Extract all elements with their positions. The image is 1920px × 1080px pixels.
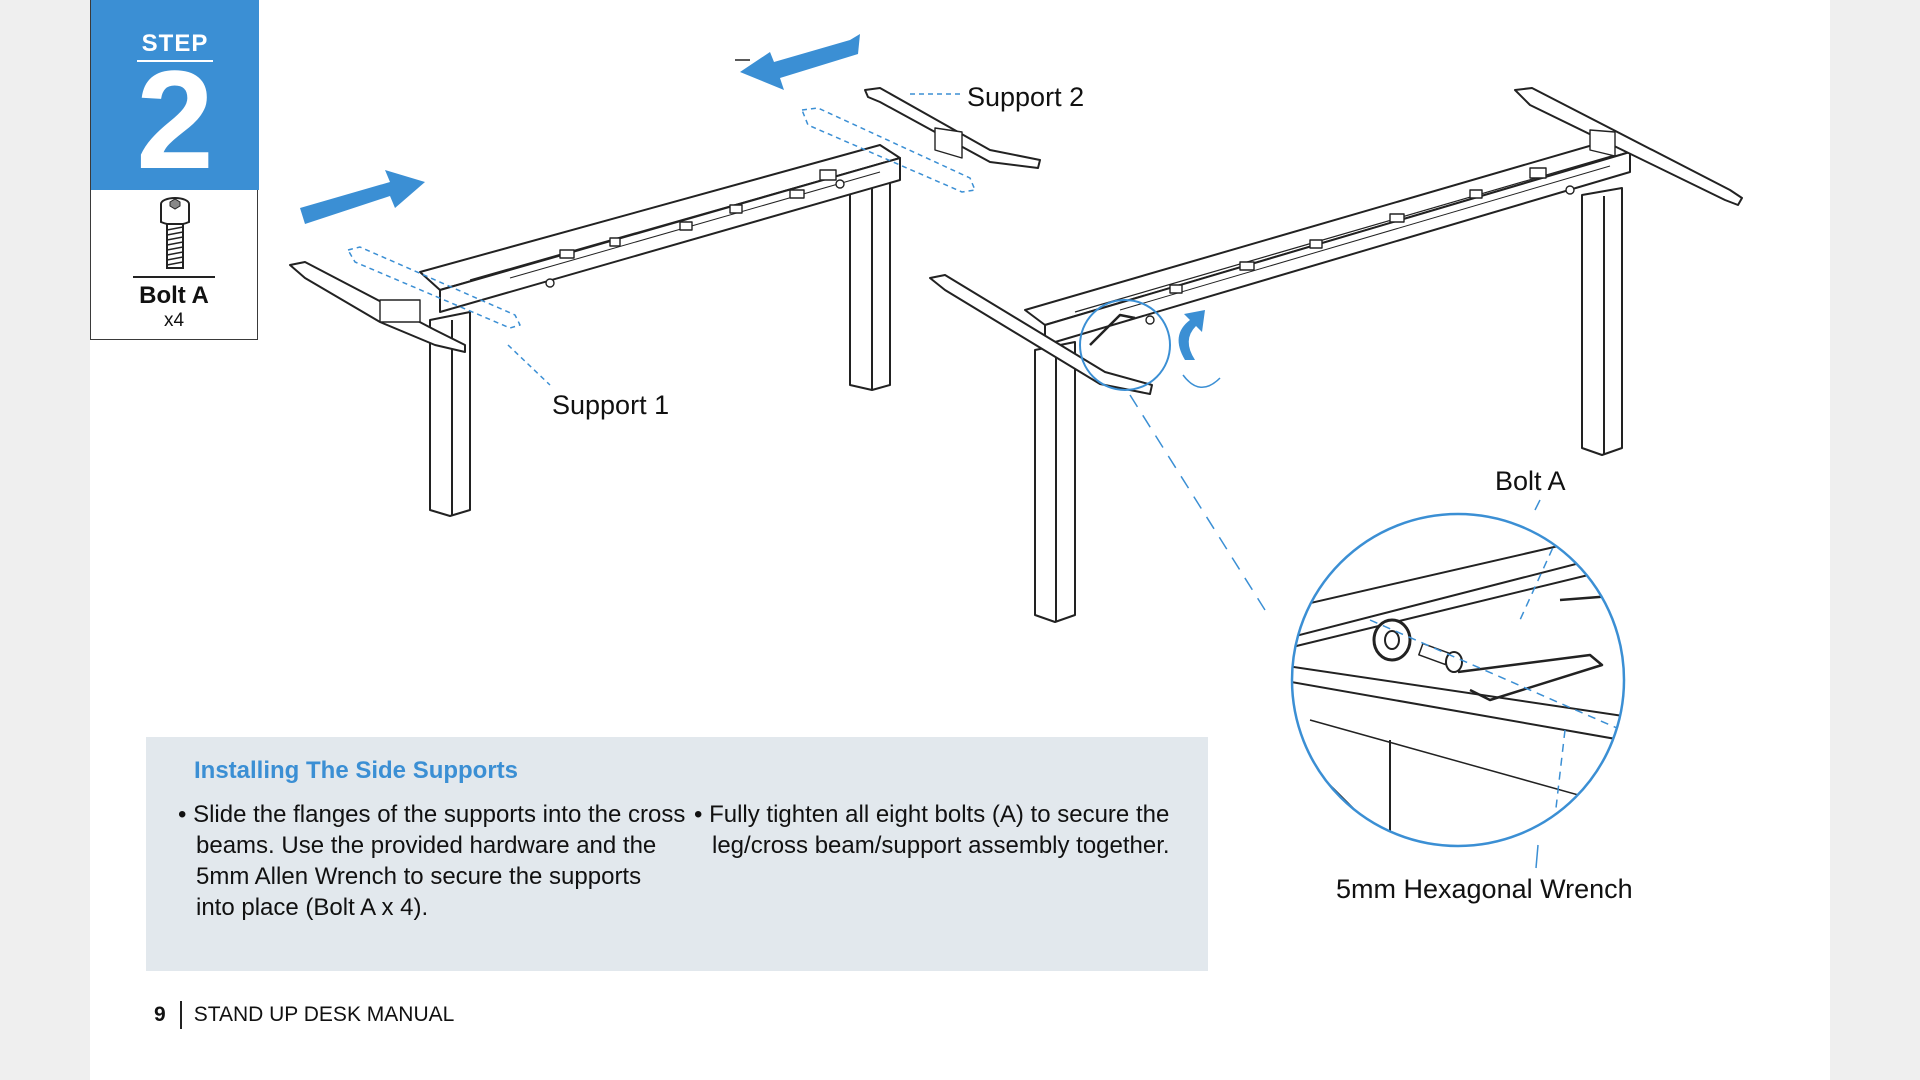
left-frame <box>289 87 1041 517</box>
footer-divider <box>179 1001 182 1029</box>
step-header: STEP 2 <box>91 0 259 190</box>
wrench-label: 5mm Hexagonal Wrench <box>1336 874 1633 904</box>
instruction-bullet: • Slide the flanges of the supports into… <box>178 801 686 921</box>
step-number: 2 <box>136 41 214 198</box>
support-placement-guides <box>347 93 976 386</box>
arrow-right-icon <box>300 170 425 224</box>
bolt-divider <box>133 276 215 278</box>
hardware-quantity: x4 <box>163 310 185 331</box>
instructions-panel: Installing The Side Supports • Slide the… <box>146 737 1208 971</box>
step-label: STEP <box>141 30 209 57</box>
arrow-left-icon <box>740 34 860 90</box>
bolt-icon <box>160 197 190 269</box>
support-2-label: Support 2 <box>967 82 1085 112</box>
hex-wrench-icon <box>1089 313 1136 346</box>
step-badge: STEP 2 Bolt A x4 <box>90 0 259 340</box>
instructions-title: Installing The Side Supports <box>194 757 519 784</box>
support-1-label: Support 1 <box>552 390 670 420</box>
page-number: 9 <box>154 1003 166 1026</box>
assembly-illustration <box>289 34 1743 869</box>
hardware-name: Bolt A <box>139 282 209 309</box>
manual-page: STEP 2 Bolt A x4 <box>90 0 1830 1080</box>
rotate-arrow-icon <box>1178 310 1221 388</box>
bolt-a-label: Bolt A <box>1495 466 1566 496</box>
step-divider <box>137 60 213 62</box>
instruction-bullet: • Fully tighten all eight bolts (A) to s… <box>694 801 1170 859</box>
page-footer: 9 STAND UP DESK MANUAL <box>154 1000 454 1030</box>
bolt-detail-zoom <box>1290 499 1626 869</box>
manual-title: STAND UP DESK MANUAL <box>193 1003 455 1026</box>
right-frame <box>929 87 1743 623</box>
